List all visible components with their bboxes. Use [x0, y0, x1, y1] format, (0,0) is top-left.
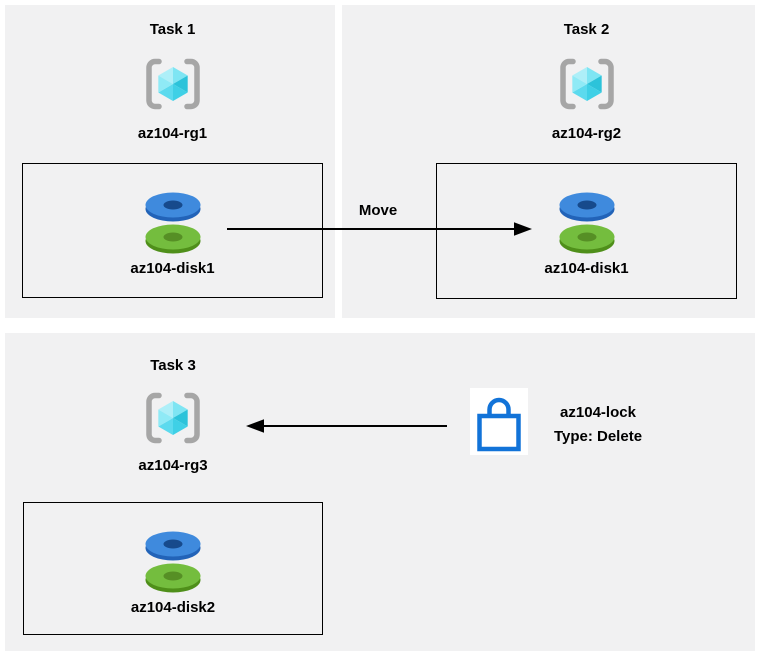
task1-panel: Task 1 az104-rg1 az104-disk1: [5, 5, 335, 318]
lock-icon: [477, 397, 521, 452]
lock-type-label: Type: Delete: [553, 428, 643, 445]
disk-icon: [559, 192, 614, 254]
resource-box: az104-disk1: [436, 163, 737, 299]
resource-group-label: az104-rg2: [551, 125, 622, 142]
task1-content: Task 1 az104-rg1 az104-disk1: [22, 5, 323, 298]
move-arrow: [227, 222, 532, 236]
resource-group-label: az104-rg1: [137, 125, 208, 142]
task1-title: Task 1: [149, 21, 196, 38]
lock-text-block: az104-lock Type: Delete: [540, 401, 656, 449]
resource-group-icon: [145, 57, 201, 111]
move-arrow-label: Move: [358, 202, 398, 219]
lock-name-label: az104-lock: [560, 404, 636, 421]
lock-arrow: [246, 419, 447, 433]
lock-icon-tile: [470, 388, 528, 455]
disk-icon: [145, 531, 201, 593]
task2-content: Task 2 az104-rg2 az104-disk1: [436, 5, 737, 299]
resource-box: az104-disk1: [22, 163, 323, 298]
resource-group-icon: [559, 57, 615, 111]
disk-label: az104-disk1: [544, 260, 629, 277]
disk-icon: [145, 192, 200, 254]
task2-title: Task 2: [563, 21, 610, 38]
task3-title: Task 3: [150, 357, 196, 374]
task3-content: Task 3 az104-rg3 az104-disk2: [23, 333, 323, 635]
task3-panel: Task 3 az104-rg3 az104-disk2: [5, 333, 755, 651]
disk-label: az104-disk2: [130, 599, 216, 616]
task2-panel: Task 2 az104-rg2 az104-disk1: [342, 5, 755, 318]
disk-label: az104-disk1: [130, 260, 215, 277]
resource-group-icon: [145, 391, 201, 445]
resource-group-label: az104-rg3: [138, 457, 208, 474]
resource-box: az104-disk2: [23, 502, 323, 635]
